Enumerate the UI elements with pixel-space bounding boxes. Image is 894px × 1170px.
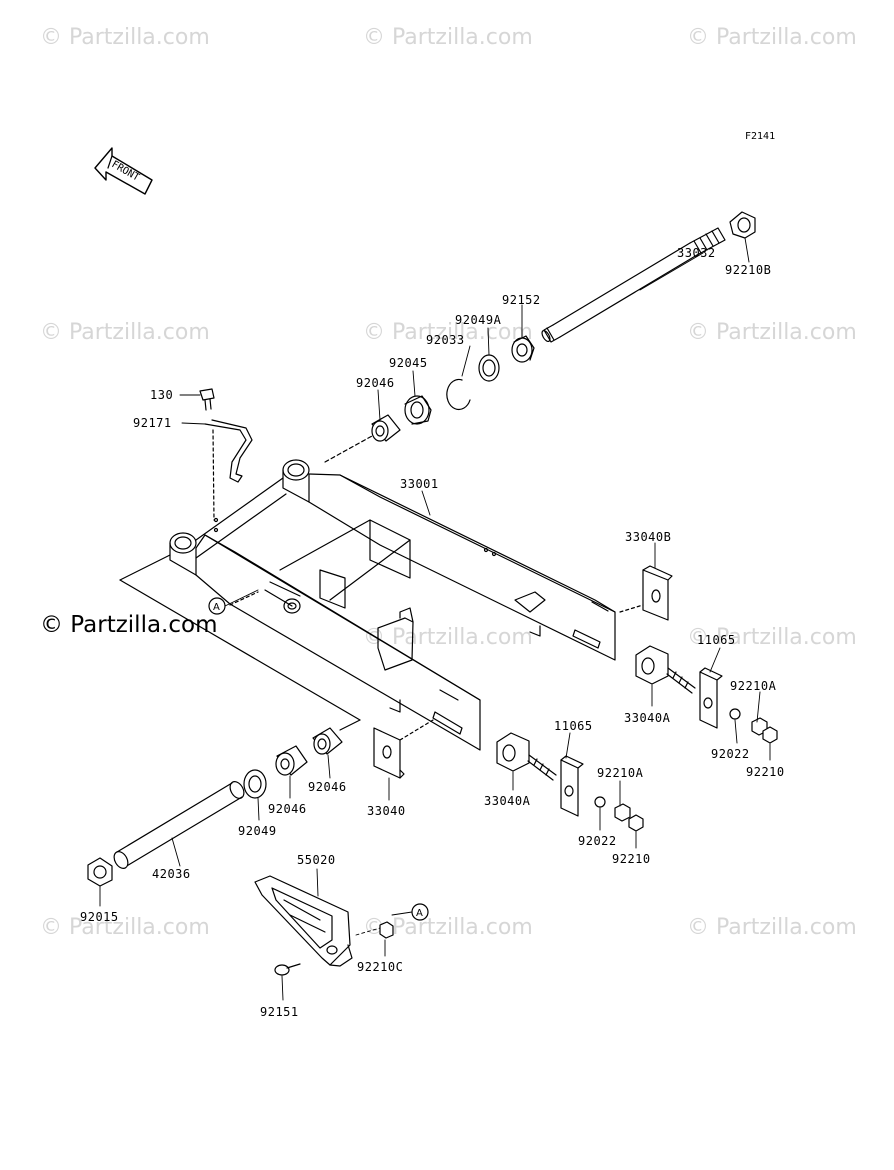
- plate-11065-left-icon: [560, 755, 584, 817]
- part-label-92046-mid[interactable]: 92046: [308, 780, 347, 794]
- bolt-130-icon: [199, 388, 215, 411]
- part-label-92045[interactable]: 92045: [389, 356, 428, 370]
- chain-guide-bracket: [204, 419, 253, 483]
- nut-92210c-icon: [379, 921, 394, 939]
- washer-92022-left-icon: [594, 796, 606, 808]
- axle-nut-icon: [729, 211, 756, 239]
- part-label-42036[interactable]: 42036: [152, 867, 191, 881]
- part-label-33040a-right[interactable]: 33040A: [624, 711, 671, 725]
- watermark-primary: © Partzilla.com: [40, 612, 218, 638]
- part-label-33040b[interactable]: 33040B: [625, 530, 672, 544]
- needle-bearing-low-icon: [275, 745, 308, 776]
- part-label-92049a[interactable]: 92049A: [455, 313, 502, 327]
- part-label-92046-top[interactable]: 92046: [356, 376, 395, 390]
- reference-marker-a-upper-label: A: [213, 602, 220, 613]
- part-label-92046-low[interactable]: 92046: [268, 802, 307, 816]
- needle-bearing-top-icon: [371, 414, 401, 442]
- part-label-92171[interactable]: 92171: [133, 416, 172, 430]
- part-label-130[interactable]: 130: [150, 388, 174, 402]
- swingarm-frame: [169, 459, 616, 751]
- seal-92049a-icon: [478, 354, 500, 382]
- bearing-92045-icon: [404, 395, 432, 425]
- part-label-92033[interactable]: 92033: [426, 333, 465, 347]
- part-label-11065-right[interactable]: 11065: [697, 633, 736, 647]
- screw-92151-icon: [274, 963, 301, 976]
- part-label-33040[interactable]: 33040: [367, 804, 406, 818]
- seal-92049-icon: [243, 769, 267, 799]
- part-label-92210-right[interactable]: 92210: [746, 765, 785, 779]
- watermark-low-right: © Partzilla.com: [687, 625, 857, 650]
- part-label-33040a-left[interactable]: 33040A: [484, 794, 531, 808]
- part-label-92210a-left[interactable]: 92210A: [597, 766, 644, 780]
- watermark-top-center: © Partzilla.com: [363, 25, 533, 50]
- part-label-92151[interactable]: 92151: [260, 1005, 299, 1019]
- adjuster-33040a-right-icon: [635, 645, 696, 694]
- part-label-92210a-right[interactable]: 92210A: [730, 679, 777, 693]
- pivot-shaft: [113, 781, 245, 869]
- part-label-92152[interactable]: 92152: [502, 293, 541, 307]
- nut-92210a-left-icon: [614, 803, 631, 822]
- part-label-92210-left[interactable]: 92210: [612, 852, 651, 866]
- part-label-33001[interactable]: 33001: [400, 477, 439, 491]
- watermark-mid-right: © Partzilla.com: [687, 320, 857, 345]
- nut-92210-left-icon: [628, 814, 644, 832]
- pivot-nut-icon: [87, 857, 113, 887]
- plate-11065-right-icon: [699, 667, 723, 729]
- circlip-icon: [446, 378, 471, 411]
- plate-33040-icon: [373, 727, 405, 779]
- diagram-code: F2141: [745, 131, 776, 142]
- part-label-11065-left[interactable]: 11065: [554, 719, 593, 733]
- adjuster-33040a-left-icon: [496, 732, 557, 781]
- collar-92152-icon: [511, 335, 535, 363]
- part-label-92022-right[interactable]: 92022: [711, 747, 750, 761]
- watermark-bottom-left: © Partzilla.com: [40, 915, 210, 940]
- reference-marker-a-lower-label: A: [416, 908, 423, 919]
- needle-bearing-mid-icon: [312, 727, 343, 755]
- nut-92210-right-icon: [762, 726, 778, 744]
- part-label-55020[interactable]: 55020: [297, 853, 336, 867]
- chain-guide-55020: [254, 875, 353, 967]
- part-label-92210c[interactable]: 92210C: [357, 960, 404, 974]
- part-label-33032[interactable]: 33032: [677, 246, 716, 260]
- plate-33040b-icon: [642, 565, 673, 621]
- washer-92022-right-icon: [729, 708, 741, 720]
- watermark-top-right: © Partzilla.com: [687, 25, 857, 50]
- watermark-bottom-right: © Partzilla.com: [687, 915, 857, 940]
- part-label-92015[interactable]: 92015: [80, 910, 119, 924]
- axle-shaft: [541, 227, 726, 343]
- watermark-mid-center: © Partzilla.com: [363, 320, 533, 345]
- watermark-top-left: © Partzilla.com: [40, 25, 210, 50]
- part-label-92049[interactable]: 92049: [238, 824, 277, 838]
- watermark-mid-left: © Partzilla.com: [40, 320, 210, 345]
- part-label-92022-left[interactable]: 92022: [578, 834, 617, 848]
- part-label-92210b[interactable]: 92210B: [725, 263, 772, 277]
- front-arrow-icon: [94, 147, 153, 195]
